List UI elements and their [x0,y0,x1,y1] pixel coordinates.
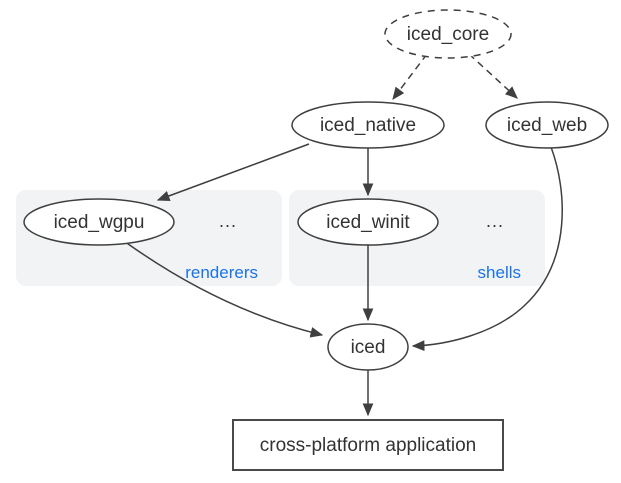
node-iced-core [384,9,512,59]
node-iced-wgpu-label: iced_wgpu [54,212,145,233]
node-iced-core-label: iced_core [407,24,489,45]
node-iced-winit [297,198,439,246]
node-iced-label: iced [351,337,386,358]
node-iced-native-label: iced_native [320,115,416,136]
edge-iced-native-to-iced-wgpu [156,143,310,202]
renderers-group-label: renderers [185,263,258,282]
edge-iced-core-to-iced-native [392,53,428,101]
renderers-ellipsis: ... [219,211,237,231]
edge-iced-wgpu-to-iced [123,240,324,338]
node-cross-platform-application-label: cross-platform application [260,435,476,456]
node-iced-wgpu [23,198,175,246]
shells-group-label: shells [478,263,521,282]
node-iced [327,323,409,371]
edge-iced-core-to-iced-web [468,53,518,99]
edge-iced-web-to-iced [411,146,563,352]
node-iced-winit-label: iced_winit [326,212,410,233]
node-iced-native [291,101,445,149]
node-cross-platform-application [232,419,504,471]
node-iced-web-label: iced_web [507,115,587,136]
shells-ellipsis: ... [486,211,504,231]
node-iced-web [485,101,609,149]
